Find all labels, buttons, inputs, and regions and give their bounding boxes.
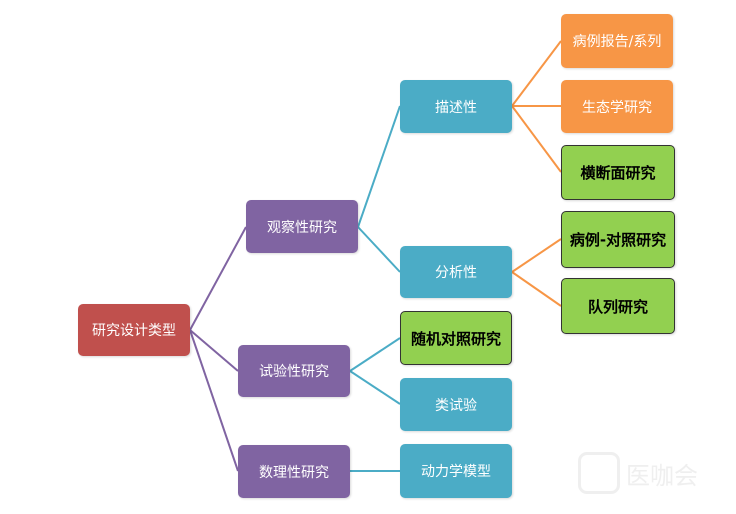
edge-obs-descriptive — [357, 105, 401, 228]
edge-ana-casecontrol — [511, 238, 562, 273]
edge-desc-cross — [511, 105, 562, 173]
node-mathematical: 数理性研究 — [238, 445, 350, 498]
node-rct: 随机对照研究 — [400, 311, 512, 365]
edge-exp-rct — [349, 337, 401, 372]
node-analytic: 分析性 — [400, 246, 512, 298]
node-observational: 观察性研究 — [246, 200, 358, 253]
node-experimental: 试验性研究 — [238, 345, 350, 397]
edge-exp-quasi — [349, 370, 401, 405]
node-descriptive: 描述性 — [400, 80, 512, 133]
node-root: 研究设计类型 — [78, 304, 190, 356]
node-case-control: 病例-对照研究 — [561, 211, 675, 268]
node-quasi-experiment: 类试验 — [400, 378, 512, 431]
watermark-text: 医咖会 — [626, 461, 698, 490]
watermark: 医咖会 — [578, 452, 698, 494]
edge-root-observational — [189, 226, 247, 331]
node-cohort: 队列研究 — [561, 278, 675, 334]
node-cross-sectional: 横断面研究 — [561, 145, 675, 200]
edge-desc-case — [511, 40, 562, 107]
watermark-logo-icon — [578, 452, 620, 494]
edge-ana-cohort — [511, 271, 562, 307]
edge-obs-analytic — [357, 226, 401, 273]
edge-root-experimental — [189, 329, 239, 372]
node-dynamic-model: 动力学模型 — [400, 444, 512, 498]
node-case-report: 病例报告/系列 — [561, 14, 673, 68]
node-ecological: 生态学研究 — [561, 80, 673, 133]
edge-root-mathematical — [189, 329, 239, 472]
